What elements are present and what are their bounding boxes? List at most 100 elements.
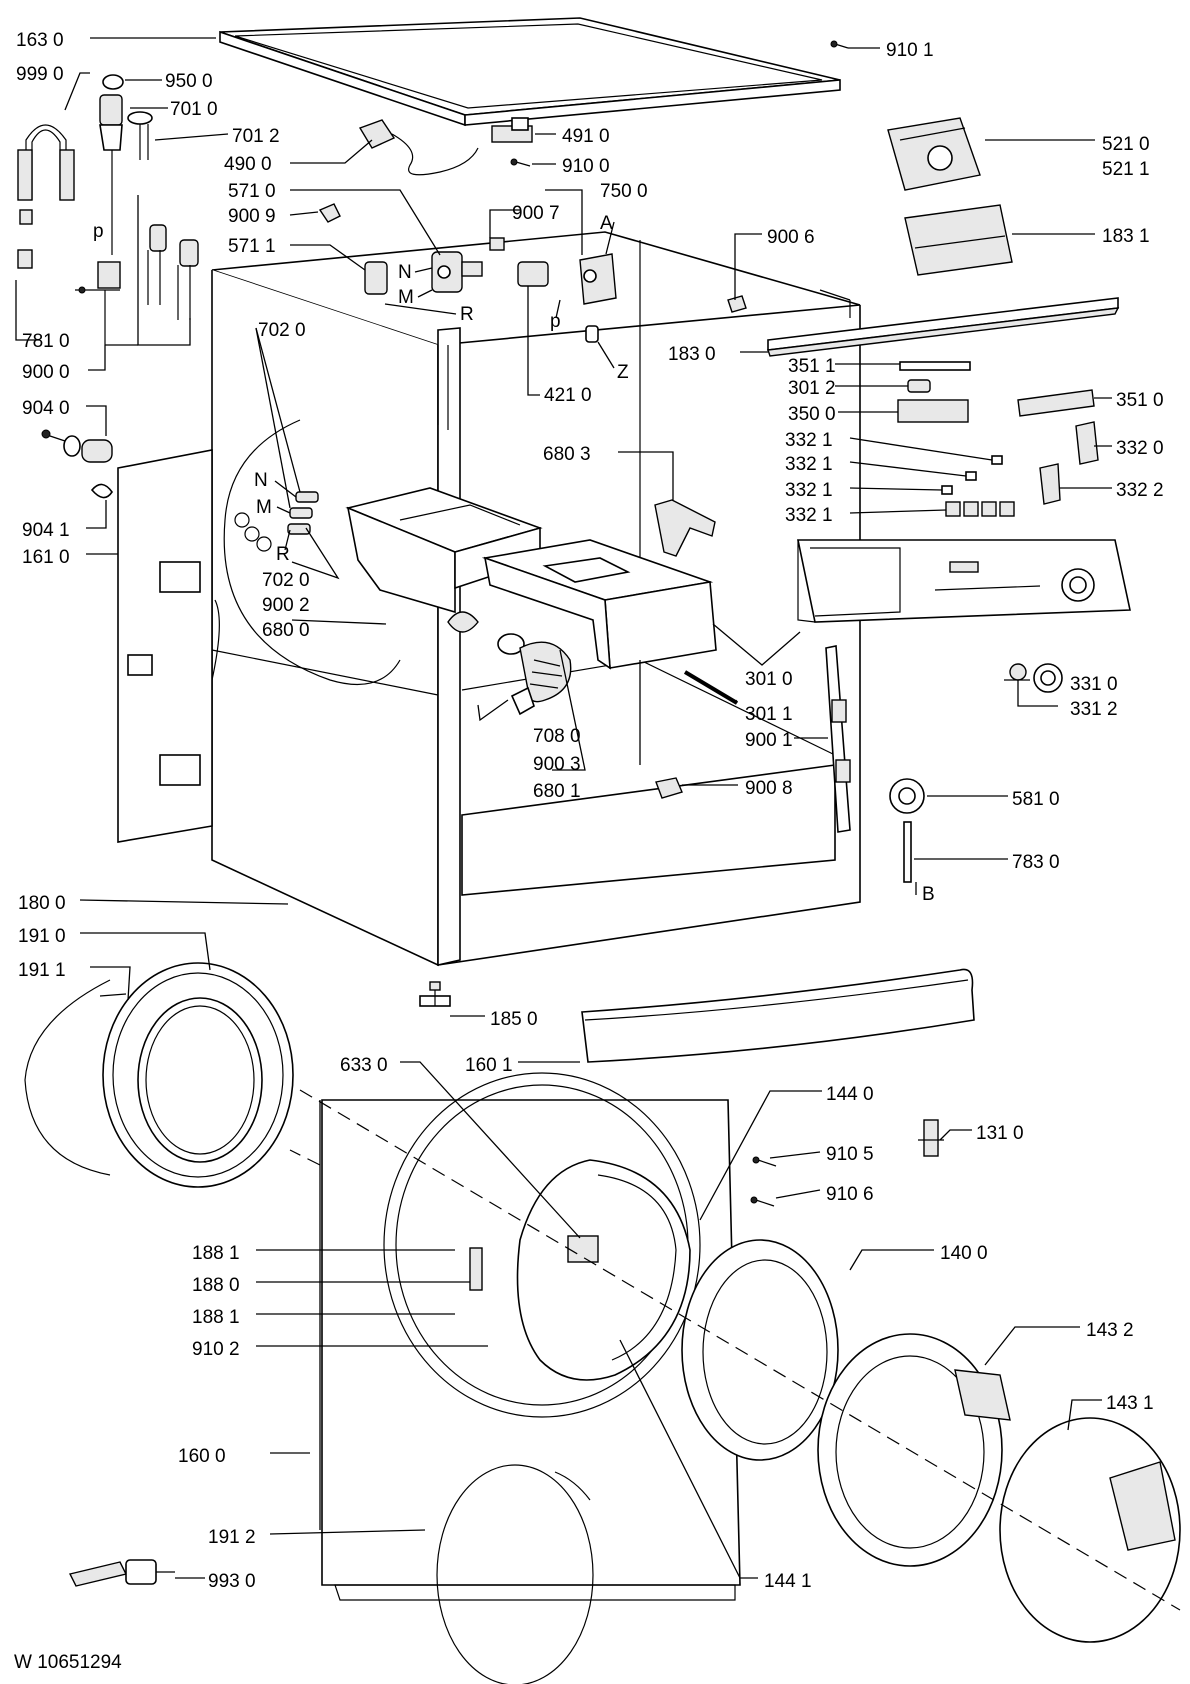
label-708-0: 708 0 [533, 726, 581, 747]
unit-750-0 [579, 253, 617, 343]
panel-parts-351 [897, 361, 1095, 423]
label-900-6: 900 6 [767, 227, 815, 248]
screws-910 [510, 40, 849, 167]
detergent-drawer [481, 539, 717, 670]
label-332-1-a: 332 1 [785, 430, 833, 451]
label-993-0: 993 0 [208, 1571, 256, 1592]
label-191-1: 191 1 [18, 960, 66, 981]
pipes-left [105, 195, 199, 346]
leader-lines [15, 37, 1112, 1579]
label-331-0: 331 0 [1070, 674, 1118, 695]
label-351-1: 351 1 [788, 356, 836, 377]
label-188-0: 188 0 [192, 1275, 240, 1296]
label-421-0: 421 0 [544, 385, 592, 406]
label-144-1: 144 1 [764, 1571, 812, 1592]
label-910-6: 910 6 [826, 1184, 874, 1205]
module-183-1 [904, 204, 1013, 276]
label-633-0: 633 0 [340, 1055, 388, 1076]
label-781-0: 781 0 [22, 331, 70, 352]
label-301-2: 301 2 [788, 378, 836, 399]
label-331-2: 331 2 [1070, 699, 1118, 720]
bracket-900-6 [727, 295, 747, 313]
label-900-8: 900 8 [745, 778, 793, 799]
label-900-7: 900 7 [512, 203, 560, 224]
lever-680-3 [654, 499, 716, 557]
back-panel-161-0 [117, 449, 213, 843]
label-581-0: 581 0 [1012, 789, 1060, 810]
letter-p-left: p [93, 221, 104, 242]
label-131-0: 131 0 [976, 1123, 1024, 1144]
label-183-0: 183 0 [668, 344, 716, 365]
label-910-0: 910 0 [562, 156, 610, 177]
label-143-2: 143 2 [1086, 1320, 1134, 1341]
letter-r-left: R [276, 544, 290, 565]
cable-clamp-491-0 [491, 117, 533, 143]
tool-993-0 [68, 1559, 175, 1587]
label-680-0: 680 0 [262, 620, 310, 641]
label-332-2: 332 2 [1116, 480, 1164, 501]
buttons-332 [941, 421, 1099, 517]
label-910-5: 910 5 [826, 1144, 874, 1165]
clip-900-8 [655, 777, 683, 799]
damper-904 [41, 429, 113, 499]
clip-900-9 [318, 203, 341, 223]
label-301-0: 301 0 [745, 669, 793, 690]
letter-r-top: R [460, 304, 474, 325]
label-904-0: 904 0 [22, 398, 70, 419]
bracket-131-0 [918, 1119, 944, 1157]
part-number-labels: 163 0 999 0 950 0 701 0 701 2 490 0 491 … [16, 30, 1164, 1592]
label-904-1: 904 1 [22, 520, 70, 541]
letter-n-top: N [398, 262, 412, 283]
label-191-0: 191 0 [18, 926, 66, 947]
inlet-valve-571 [364, 251, 483, 295]
label-701-0: 701 0 [170, 99, 218, 120]
letter-z: Z [617, 362, 629, 383]
dispenser-680-0 [345, 487, 543, 633]
foot-185-0 [419, 981, 451, 1007]
label-702-0-bottom: 702 0 [262, 570, 310, 591]
label-350-0: 350 0 [788, 404, 836, 425]
label-900-2: 900 2 [262, 595, 310, 616]
label-900-3: 900 3 [533, 754, 581, 775]
label-188-1-a: 188 1 [192, 1243, 240, 1264]
clamp-900-7 [489, 237, 505, 251]
label-332-1-c: 332 1 [785, 480, 833, 501]
label-332-1-d: 332 1 [785, 505, 833, 526]
label-680-1: 680 1 [533, 781, 581, 802]
door-191 [24, 962, 294, 1188]
label-161-0: 161 0 [22, 547, 70, 568]
document-code: W 10651294 [14, 1652, 122, 1673]
letter-m-left: M [256, 497, 272, 518]
label-750-0: 750 0 [600, 181, 648, 202]
module-521 [887, 117, 981, 191]
label-910-2: 910 2 [192, 1339, 240, 1360]
label-571-0: 571 0 [228, 181, 276, 202]
knob-331 [1009, 663, 1063, 693]
letter-leaders [274, 221, 917, 895]
connector-421-0 [517, 261, 549, 287]
control-panel-301-0 [797, 539, 1131, 623]
front-panel-160-0 [289, 1072, 741, 1601]
letter-markers: p N M R A p Z N M R B [93, 213, 935, 905]
rod-783-0 [903, 821, 912, 883]
label-163-0: 163 0 [16, 30, 64, 51]
label-900-1: 900 1 [745, 730, 793, 751]
label-191-2: 191 2 [208, 1527, 256, 1548]
label-160-0: 160 0 [178, 1446, 226, 1467]
letter-n-left: N [254, 470, 268, 491]
fitting-900-0 [75, 261, 121, 345]
seal-191-2 [436, 1464, 594, 1684]
bracket-900-1 [825, 645, 851, 833]
letter-p-mid: p [550, 311, 561, 332]
rod-301-1 [683, 670, 739, 705]
label-571-1: 571 1 [228, 236, 276, 257]
label-680-3: 680 3 [543, 444, 591, 465]
door-frame-143-2 [817, 1333, 1011, 1567]
label-900-0: 900 0 [22, 362, 70, 383]
cabinet-180-0 [211, 231, 861, 967]
label-332-0: 332 0 [1116, 438, 1164, 459]
label-490-0: 490 0 [224, 154, 272, 175]
letter-a: A [600, 213, 613, 234]
label-491-0: 491 0 [562, 126, 610, 147]
